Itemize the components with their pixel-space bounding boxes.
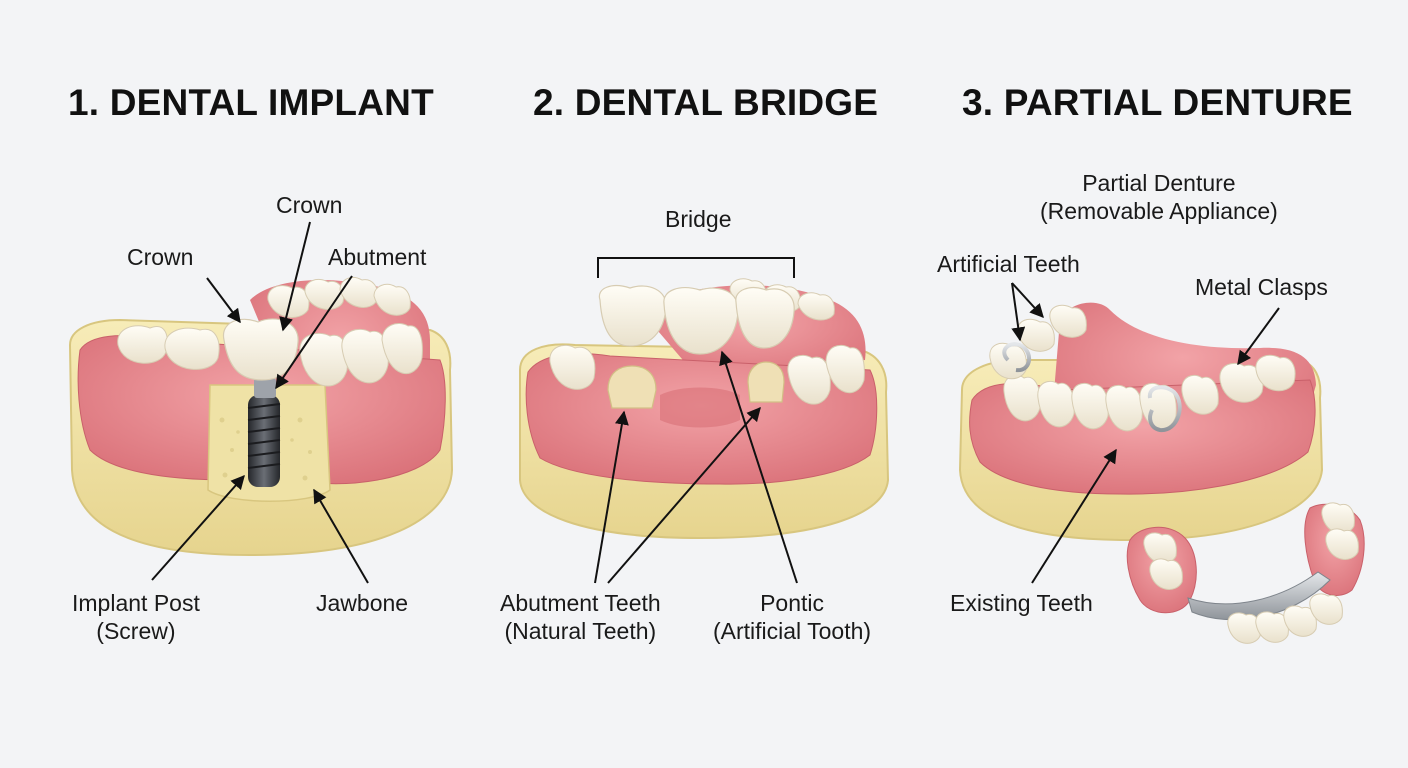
bridge-model <box>519 257 890 540</box>
label-partial-denture-line1: Partial Denture <box>1082 170 1236 196</box>
arrow-pontic <box>719 350 798 584</box>
label-crown-left: Crown <box>127 244 194 270</box>
denture-clasp-left <box>1002 342 1032 373</box>
label-pontic-line1: Pontic <box>760 590 824 616</box>
denture-metal-framework <box>1187 571 1331 621</box>
label-existing-teeth: Existing Teeth <box>950 590 1093 616</box>
label-jawbone: Jawbone <box>316 590 409 616</box>
label-crown-top: Crown <box>276 192 343 218</box>
arrow-abutment <box>275 275 353 390</box>
label-bridge: Bridge <box>665 206 732 232</box>
arrow-implant-post <box>151 474 245 581</box>
arrow-crown-top <box>279 221 311 332</box>
label-metal-clasps: Metal Clasps <box>1195 274 1328 300</box>
arrow-crown-left <box>206 277 241 324</box>
label-abutment-teeth-line2: (Natural Teeth) <box>504 618 657 644</box>
label-abutment-teeth: Abutment Teeth (Natural Teeth) <box>500 589 661 645</box>
label-abutment: Abutment <box>328 244 427 270</box>
arrow-existing-teeth <box>1031 448 1117 584</box>
arrow-abutment-left <box>594 410 629 584</box>
label-implant-post-line1: Implant Post <box>72 590 200 616</box>
label-pontic-line2: (Artificial Tooth) <box>713 618 872 644</box>
label-implant-post: Implant Post (Screw) <box>72 589 200 645</box>
arrow-abutment-right <box>607 406 761 584</box>
implant-model <box>68 276 454 557</box>
implant-crown <box>222 318 299 381</box>
arrow-metal-clasps <box>1237 307 1280 366</box>
bridge-bracket <box>597 257 795 278</box>
label-partial-denture-line2: (Removable Appliance) <box>1040 198 1278 224</box>
bridge-abutment-tooth-left <box>607 365 657 409</box>
bridge-appliance <box>598 285 795 355</box>
label-artificial-teeth: Artificial Teeth <box>937 251 1080 277</box>
removable-partial-denture <box>1126 502 1365 644</box>
implant-title: 1. DENTAL IMPLANT <box>68 82 434 123</box>
arrow-artificial-teeth-left <box>1011 282 1026 342</box>
implant-abutment <box>254 378 276 398</box>
label-implant-post-line2: (Screw) <box>96 618 176 644</box>
bridge-title: 2. DENTAL BRIDGE <box>533 82 879 123</box>
bridge-abutment-tooth-right <box>747 361 785 403</box>
denture-clasp-right <box>1147 385 1182 433</box>
arrow-jawbone <box>313 488 369 584</box>
label-abutment-teeth-line1: Abutment Teeth <box>500 590 661 616</box>
label-pontic: Pontic (Artificial Tooth) <box>713 589 871 645</box>
arrow-artificial-teeth-right <box>1011 282 1044 319</box>
denture-title: 3. PARTIAL DENTURE <box>962 82 1353 123</box>
denture-model <box>958 302 1324 542</box>
label-partial-denture: Partial Denture (Removable Appliance) <box>1040 169 1278 225</box>
